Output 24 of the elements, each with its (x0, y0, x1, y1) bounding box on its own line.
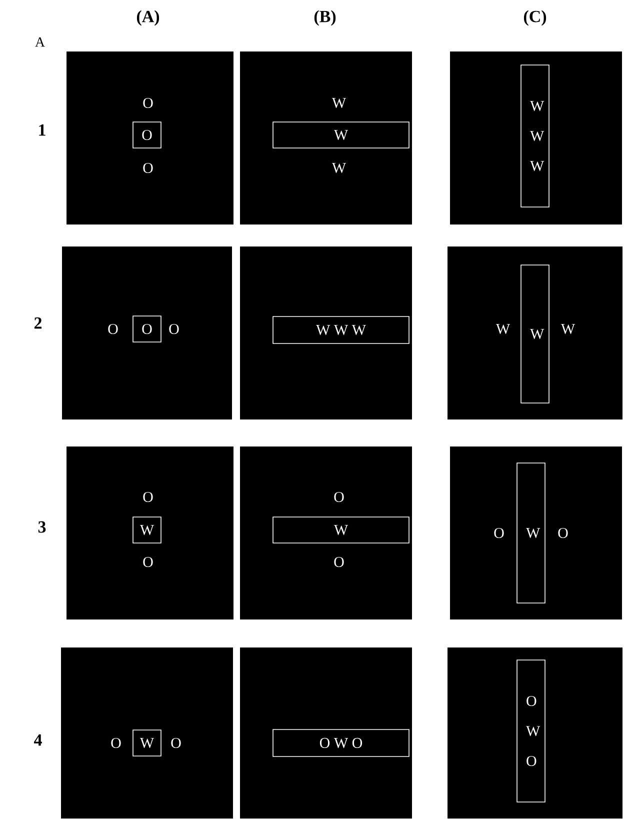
frame-box: W W W (272, 316, 410, 344)
frame-box: W (272, 122, 410, 148)
stimulus-panel (450, 52, 622, 224)
frame-box: O W O (516, 660, 546, 802)
frame-box: O (132, 316, 162, 342)
row-number: 2 (34, 317, 42, 329)
frame-box: W (272, 516, 410, 544)
frame-box: W (520, 264, 550, 404)
column-label: (B) (314, 10, 336, 26)
frame-box: O W O (272, 729, 410, 757)
panel-label: A (35, 37, 45, 47)
frame-box: W (516, 462, 546, 604)
row-number: 4 (34, 734, 42, 746)
stimulus-panel (448, 648, 622, 818)
frame-box: O (132, 122, 162, 148)
frame-box: W (132, 730, 162, 756)
row-number: 1 (39, 124, 46, 136)
column-label: (C) (524, 10, 546, 26)
stimulus-panel (240, 246, 412, 420)
stimulus-panel (240, 648, 412, 818)
frame-box: W W W (520, 64, 550, 208)
column-label: (A) (136, 10, 160, 26)
row-number: 3 (38, 521, 46, 533)
frame-box: W (132, 516, 162, 544)
